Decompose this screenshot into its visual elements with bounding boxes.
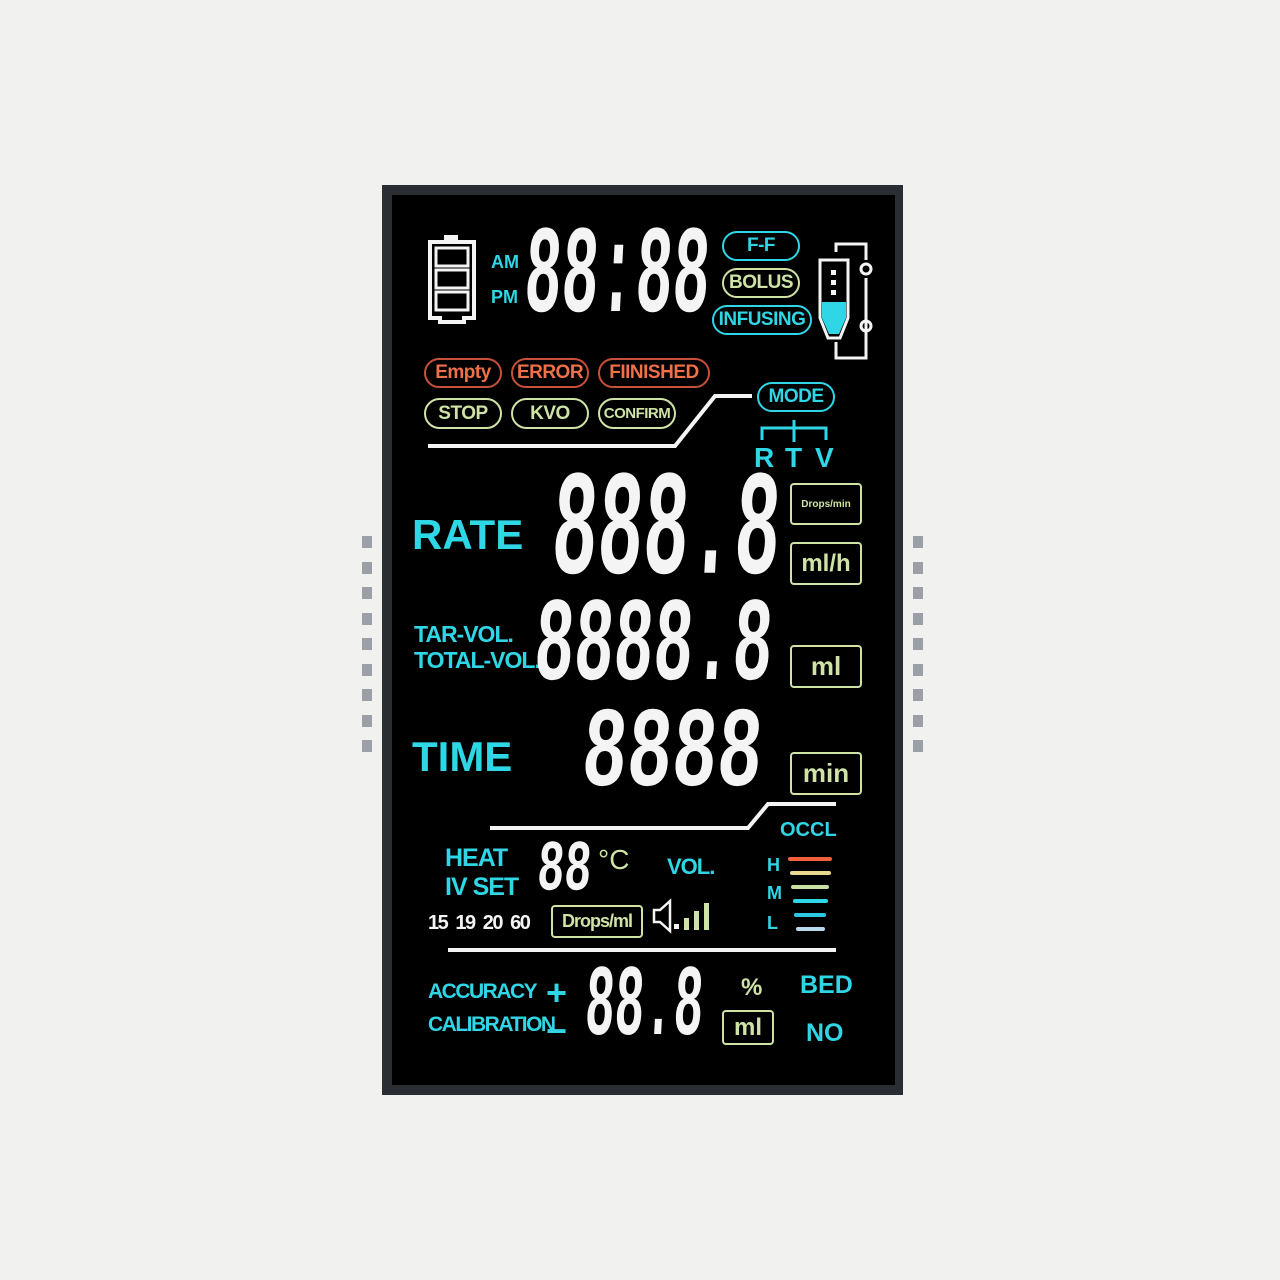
ml-unit: ml <box>790 645 862 688</box>
finished-alarm: FIINISHED <box>598 358 710 388</box>
connector-pin <box>913 587 923 599</box>
accuracy-ml-unit: ml <box>722 1010 774 1045</box>
connector-pin <box>913 663 923 676</box>
heat-label: HEAT <box>445 844 508 872</box>
connector-pin <box>362 587 372 599</box>
error-alarm: ERROR <box>511 358 589 388</box>
drop-sizes: 15 19 20 60 <box>428 912 531 934</box>
connector-pin <box>913 740 923 752</box>
am-indicator: AM <box>491 252 519 272</box>
infusing-indicator: INFUSING <box>712 305 812 335</box>
ml-per-hour-unit: ml/h <box>790 542 862 585</box>
time-display: 8888 <box>577 690 767 820</box>
iv-set-label: IV SET <box>445 873 519 901</box>
time-label: TIME <box>412 733 513 780</box>
occlusion-bar <box>788 857 832 861</box>
ff-indicator: F-F <box>722 231 800 261</box>
connector-pin <box>362 740 372 752</box>
celsius-unit: °C <box>598 844 630 875</box>
mode-t: T <box>785 442 803 473</box>
connector-pin <box>913 689 923 701</box>
mode-indicator: MODE <box>757 382 835 412</box>
vol-label: VOL. <box>667 854 715 879</box>
accuracy-display: 88.8 <box>582 949 707 1065</box>
mode-v: V <box>815 442 834 473</box>
connector-pin <box>362 714 372 727</box>
occlusion-bar <box>789 871 831 875</box>
connector-pin <box>362 536 372 548</box>
mode-r: R <box>754 442 775 473</box>
connector-pin <box>362 612 372 625</box>
confirm-indicator: CONFIRM <box>598 398 676 429</box>
occl-l: L <box>767 913 778 933</box>
drops-per-min-unit: Drops/min <box>790 483 862 525</box>
tar-vol-label: TAR-VOL. <box>414 621 514 647</box>
calibration-label: CALIBRATION <box>428 1013 556 1036</box>
kvo-indicator: KVO <box>511 398 589 429</box>
occlusion-bar <box>795 927 825 931</box>
occl-label: OCCL <box>780 819 837 841</box>
occl-h: H <box>767 855 780 875</box>
bed-label: BED <box>800 971 853 999</box>
no-label: NO <box>806 1019 844 1047</box>
min-unit: min <box>790 752 862 795</box>
minus-sign: − <box>546 1010 568 1051</box>
drops-per-ml-unit: Drops/ml <box>551 905 643 938</box>
rate-display: 888.8 <box>547 448 785 619</box>
lcd-screen <box>392 195 895 1085</box>
temperature-display: 88 <box>534 829 595 912</box>
accuracy-label: ACCURACY <box>428 980 538 1003</box>
connector-pin <box>913 638 923 650</box>
speaker-volume-icon <box>652 898 709 934</box>
total-vol-label: TOTAL-VOL. <box>414 647 541 673</box>
stop-indicator: STOP <box>424 398 502 429</box>
rate-label: RATE <box>412 511 524 558</box>
volume-display: 8888.8 <box>530 579 777 716</box>
occlusion-bar <box>791 885 829 889</box>
connector-pin <box>913 612 923 625</box>
connector-pin <box>362 638 372 650</box>
percent-unit: % <box>741 974 763 1001</box>
plus-sign: + <box>546 972 568 1013</box>
connector-pin <box>913 561 923 574</box>
connector-pin <box>362 561 372 574</box>
bolus-indicator: BOLUS <box>722 268 800 298</box>
occlusion-bar <box>794 913 826 917</box>
iv-set-icon <box>818 242 873 360</box>
occl-m: M <box>767 883 782 903</box>
connector-pin <box>913 714 923 727</box>
occlusion-bar <box>792 899 828 903</box>
connector-pin <box>362 689 372 701</box>
pm-indicator: PM <box>491 287 518 307</box>
connector-pin <box>362 663 372 676</box>
empty-alarm: Empty <box>424 358 502 388</box>
battery-icon <box>428 235 476 324</box>
connector-pin <box>913 536 923 548</box>
